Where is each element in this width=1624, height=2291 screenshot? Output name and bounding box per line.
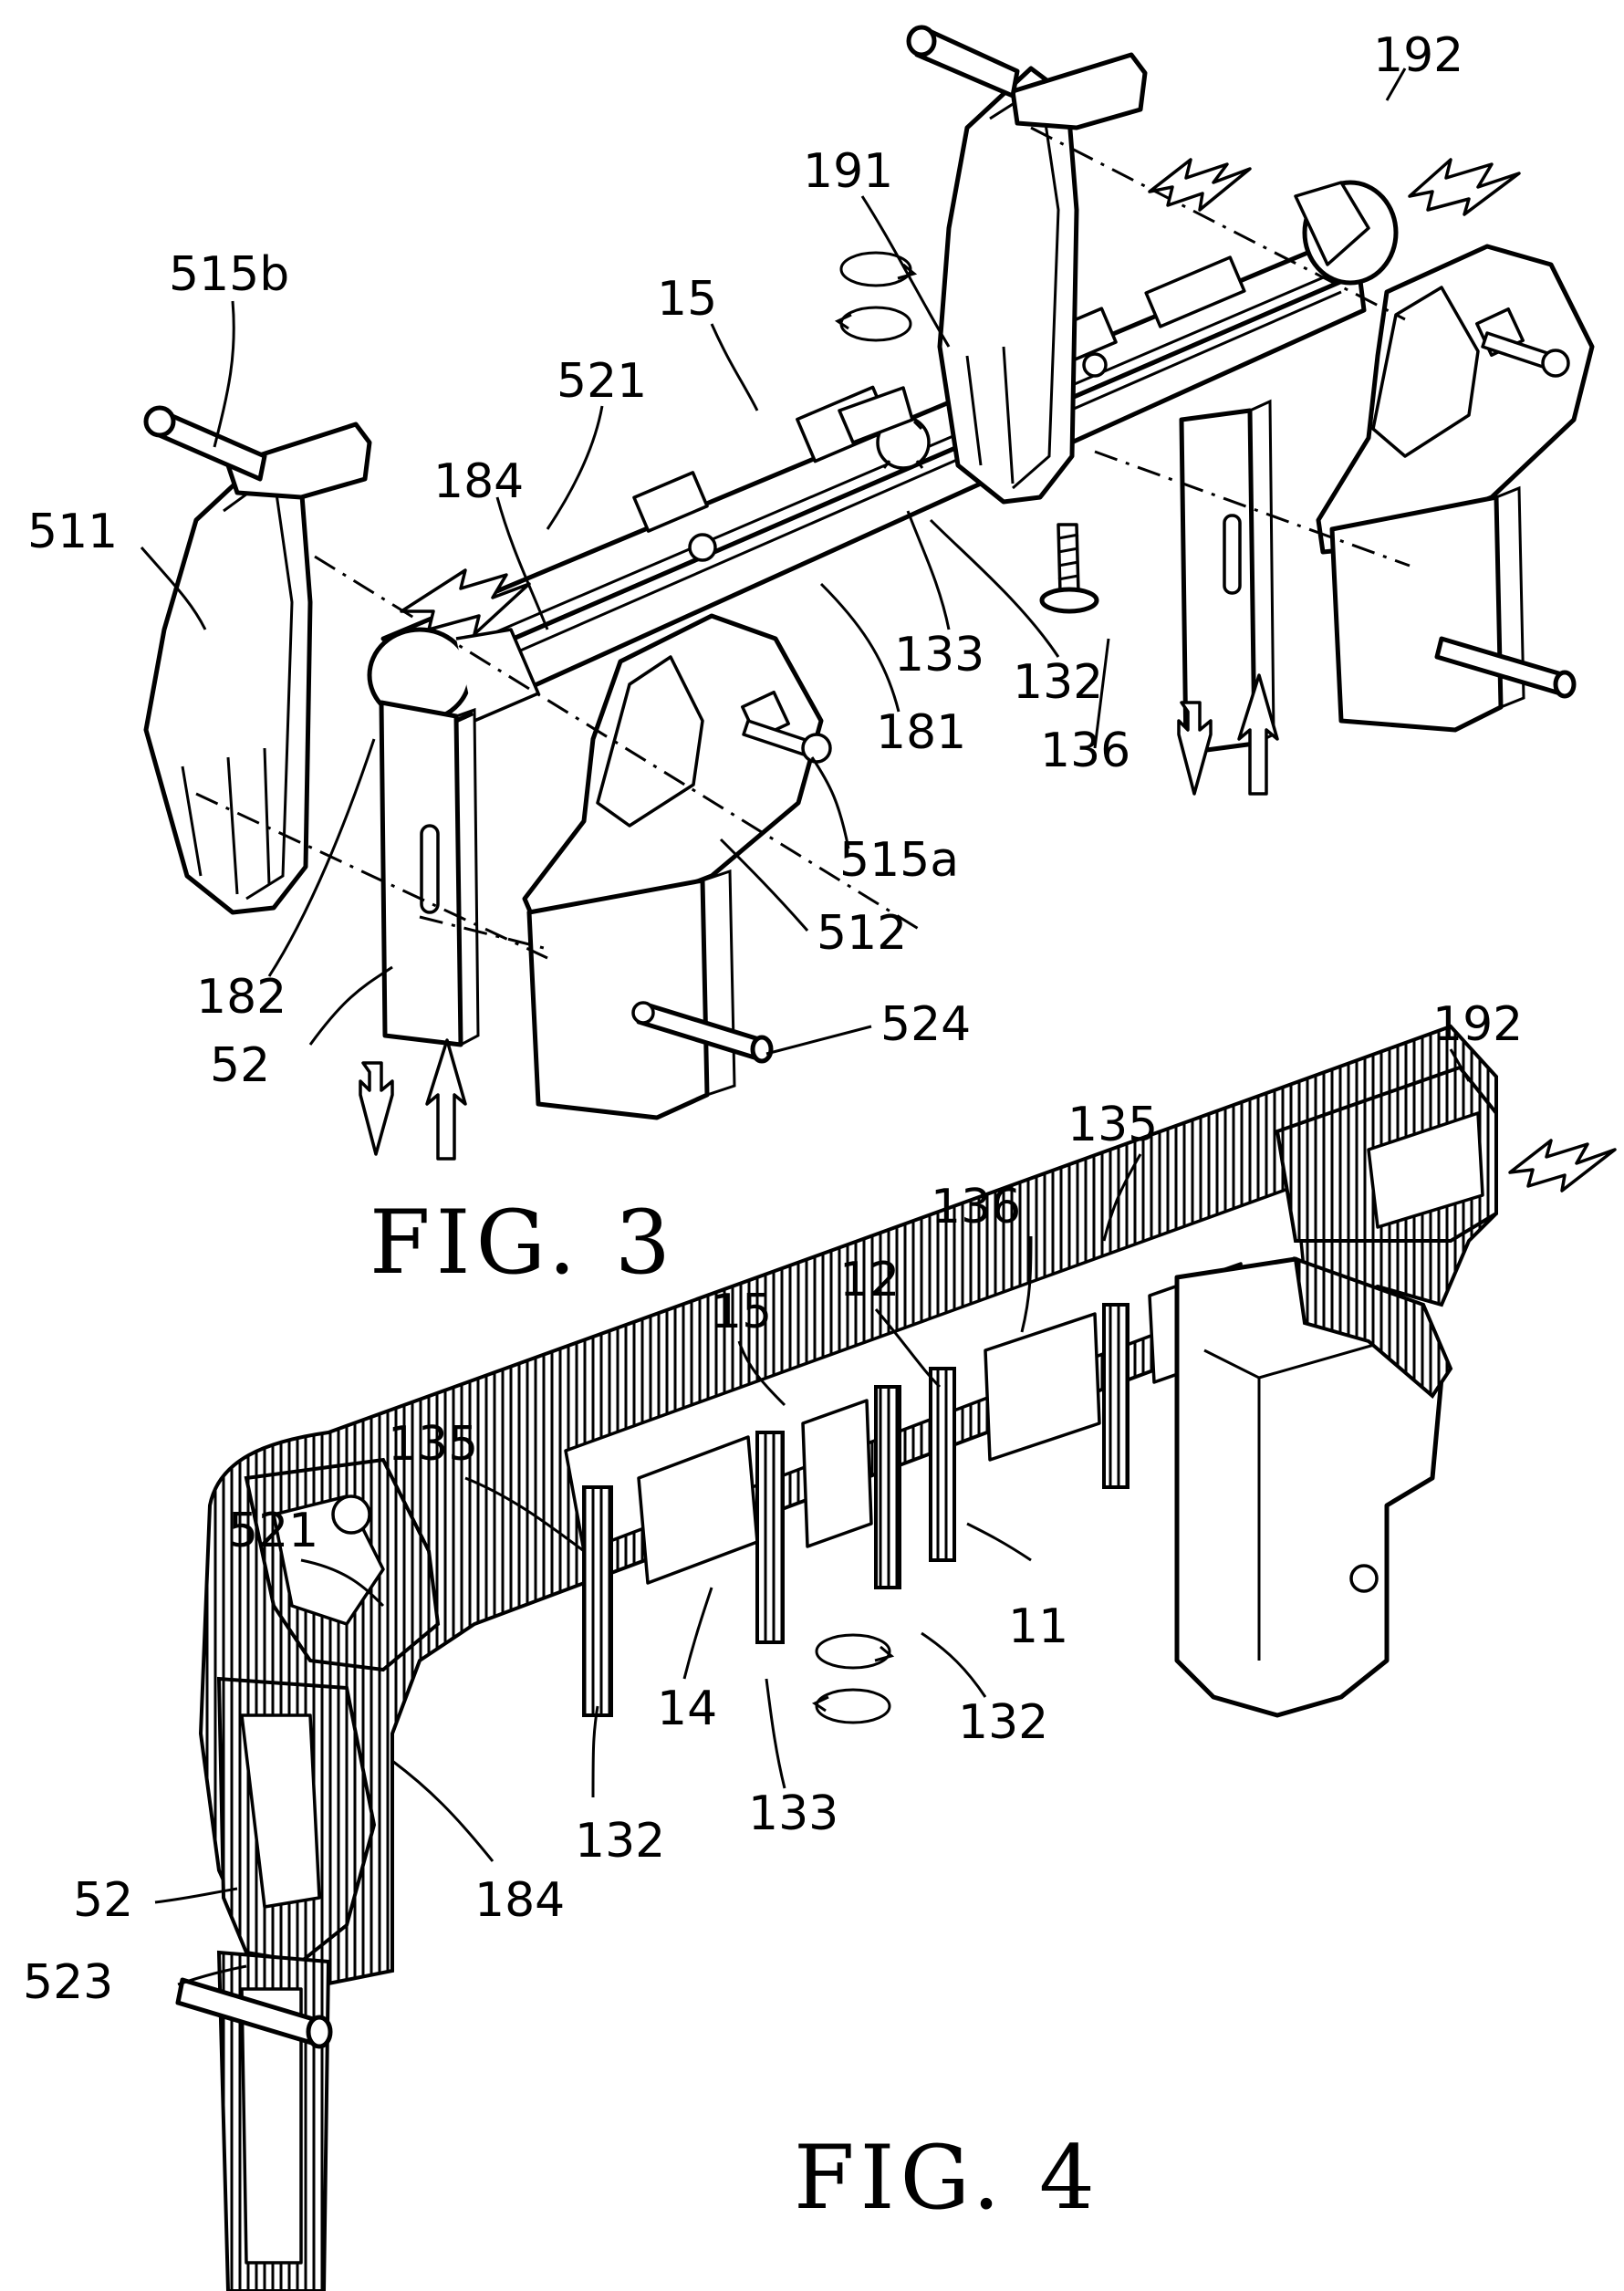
fig3-label: 133 — [894, 628, 984, 682]
fig3-label: 52 — [210, 1038, 270, 1093]
fig3-label: 181 — [876, 705, 966, 760]
fig3-arrow-down-left — [360, 1063, 392, 1154]
fig3-arrow-up-left — [427, 1040, 465, 1159]
fig4-rotation-arrow-1 — [817, 1635, 890, 1668]
fig3-label: 192 — [1373, 28, 1463, 83]
fig3-label: 184 — [433, 454, 524, 509]
fig4-rotation-arrow-2 — [817, 1690, 890, 1723]
fig4-label: 52 — [73, 1873, 133, 1928]
fig4-label: 136 — [931, 1180, 1021, 1234]
fig4-label: 11 — [1008, 1599, 1068, 1654]
fig4-arrow-right — [1510, 1140, 1615, 1191]
fig4-label: 133 — [748, 1786, 838, 1841]
fig3-label: 15 — [657, 272, 717, 327]
fig3-arm-511 — [146, 456, 310, 912]
fig4-label: 135 — [1067, 1098, 1158, 1152]
fig4-label: 15 — [712, 1285, 772, 1339]
fig3-rotation-arrow-2 — [841, 307, 911, 340]
fig4-drawing: 192 135 136 12 15 135 521 11 132 133 14 … — [23, 997, 1615, 2291]
fig4-label: 132 — [958, 1695, 1048, 1750]
fig3-rotation-arrow-1 — [841, 253, 911, 286]
fig3-label: 511 — [27, 505, 118, 559]
fig3-arrow-right-in — [1410, 160, 1519, 214]
fig4-label: 184 — [474, 1873, 565, 1928]
fig3-caption: FIG. 3 — [370, 1192, 676, 1294]
fig4-label: 523 — [23, 1955, 113, 2010]
fig3-label: 132 — [1013, 655, 1103, 710]
fig3-label: 512 — [817, 906, 907, 961]
fig3-label: 136 — [1040, 724, 1130, 778]
fig3-label: 515a — [839, 833, 959, 888]
fig3-label: 515b — [169, 247, 289, 302]
fig3-label: 191 — [803, 144, 893, 199]
fig3-label: 182 — [196, 970, 286, 1025]
fig4-caption: FIG. 4 — [794, 2127, 1100, 2229]
fig4-label: 521 — [228, 1504, 318, 1558]
fig3-label: 524 — [880, 997, 971, 1052]
fig3-label: 521 — [557, 354, 647, 409]
fig4-label: 14 — [657, 1682, 717, 1736]
fig3-arrow-center — [1150, 160, 1250, 210]
fig4-label: 132 — [575, 1814, 665, 1869]
fig4-label: 12 — [839, 1253, 900, 1307]
fig4-label: 192 — [1432, 997, 1523, 1052]
fig4-label: 135 — [388, 1417, 478, 1472]
